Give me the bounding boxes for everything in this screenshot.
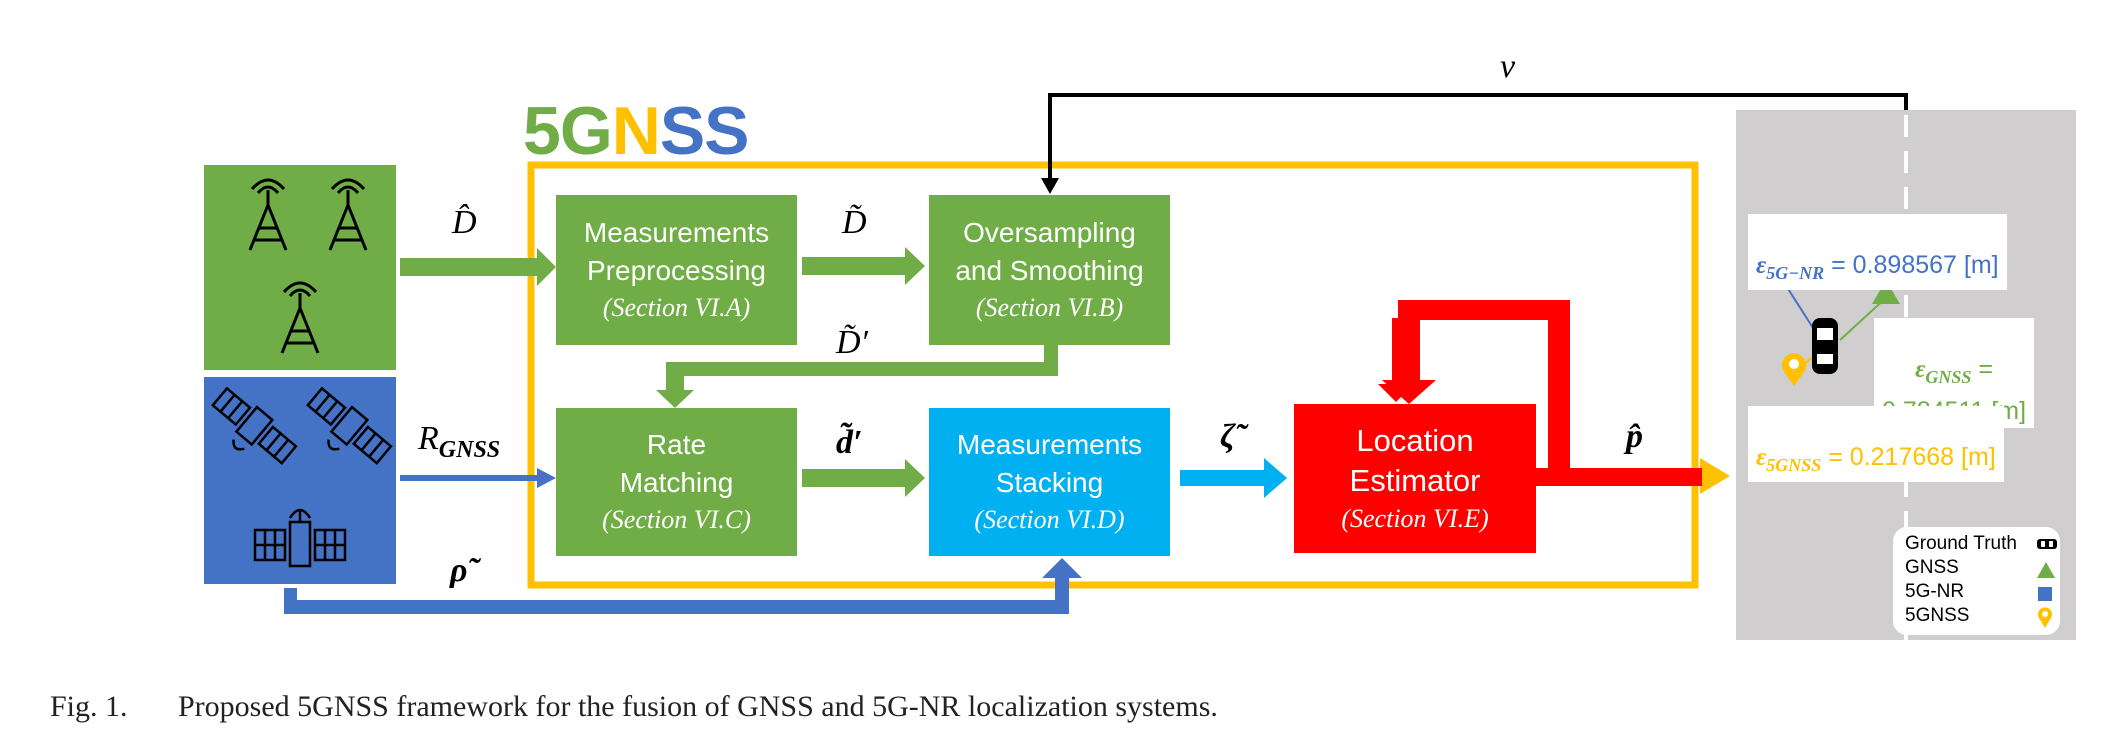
arrow-dhat bbox=[400, 248, 556, 286]
legend-label-5gnss: 5GNSS bbox=[1905, 605, 1970, 626]
car-icon bbox=[1812, 318, 1838, 374]
legend-pin-icon bbox=[2038, 607, 2052, 628]
label-zeta: ζ̃ bbox=[1220, 418, 1235, 455]
rate-matching-block: Rate Matching (Section VI.C) bbox=[556, 408, 797, 556]
fivegnss-title: 5GNSS bbox=[523, 93, 750, 169]
stacking-title: Measurements Stacking bbox=[956, 429, 1143, 498]
location-estimator-block: Location Estimator (Section VI.E) bbox=[1294, 404, 1536, 553]
stacking-block: Measurements Stacking (Section VI.D) bbox=[929, 408, 1170, 556]
legend-car-icon bbox=[2037, 539, 2057, 549]
error-gnss-sub: GNSS bbox=[1925, 367, 1972, 387]
stacking-section: (Section VI.D) bbox=[974, 505, 1125, 534]
label-d-tilde: D̃ bbox=[842, 204, 867, 241]
rate-matching-section: (Section VI.C) bbox=[602, 505, 751, 534]
label-r-gnss-sub: GNSS bbox=[438, 436, 501, 463]
fivegnss-pin-marker bbox=[1782, 353, 1806, 386]
error-5gnss-symbol: ε bbox=[1756, 444, 1767, 471]
label-p-hat: p̂ bbox=[1626, 418, 1643, 455]
arrow-rho bbox=[284, 558, 1082, 614]
preprocessing-section: (Section VI.A) bbox=[602, 293, 751, 322]
error-5g-nr-value: = 0.898567 [m] bbox=[1824, 251, 1999, 279]
legend-label-gnss: GNSS bbox=[1905, 557, 1959, 578]
preprocessing-block: Measurements Preprocessing (Section VI.A… bbox=[556, 195, 797, 345]
fiveg-nr-block bbox=[204, 165, 396, 370]
error-5g-nr: ε5G−NR = 0.898567 [m] bbox=[1748, 214, 2007, 290]
error-5g-nr-symbol: ε bbox=[1756, 252, 1767, 279]
error-5gnss-value: = 0.217668 [m] bbox=[1821, 443, 1996, 471]
arrow-phat-red bbox=[1536, 468, 1702, 486]
figure-number: Fig. 1. bbox=[50, 690, 128, 723]
nu-arrow-head bbox=[1041, 178, 1059, 194]
tower-icon bbox=[248, 178, 288, 251]
fivegnss-frame bbox=[527, 161, 1699, 589]
title-part-n: N bbox=[611, 93, 661, 169]
label-nu: ν bbox=[1500, 48, 1516, 85]
legend-label-5g-nr: 5G-NR bbox=[1905, 581, 1965, 602]
figure-caption: Fig. 1. Proposed 5GNSS framework for the … bbox=[50, 690, 1218, 724]
rate-matching-title: Rate Matching bbox=[619, 429, 734, 498]
arrow-loop-red bbox=[1378, 300, 1558, 482]
label-r-gnss: RGNSS bbox=[418, 420, 500, 464]
title-part-ss: SS bbox=[659, 93, 750, 169]
figure-caption-text: Proposed 5GNSS framework for the fusion … bbox=[178, 690, 1218, 723]
label-d-hat: D̂ bbox=[452, 204, 477, 241]
arrow-rgnss bbox=[400, 468, 556, 488]
oversampling-block: Oversampling and Smoothing (Section VI.B… bbox=[929, 195, 1170, 345]
tower-icon bbox=[328, 178, 368, 251]
legend: Ground Truth GNSS 5G-NR 5GNSS bbox=[1893, 527, 2060, 635]
arrow-dtilde bbox=[802, 247, 925, 285]
diagram-connections bbox=[204, 93, 2076, 640]
label-rho: ρ̃ bbox=[450, 552, 468, 589]
location-estimator-title: Location Estimator bbox=[1349, 422, 1481, 498]
title-part-5g: 5G bbox=[523, 93, 613, 169]
preprocessing-title: Measurements Preprocessing bbox=[583, 217, 770, 286]
legend-triangle-icon bbox=[2037, 562, 2055, 578]
legend-label-ground-truth: Ground Truth bbox=[1905, 533, 2017, 554]
oversampling-title: Oversampling and Smoothing bbox=[955, 217, 1144, 286]
error-5gnss-sub: 5GNSS bbox=[1766, 455, 1822, 475]
nu-feedback-line bbox=[1048, 93, 1908, 180]
tower-icon bbox=[280, 281, 320, 354]
label-small-d-tilde-prime: d̃′ bbox=[836, 424, 863, 461]
arrow-small-dtilde-prime bbox=[802, 459, 925, 497]
label-d-tilde-prime: D̃′ bbox=[836, 324, 868, 361]
arrow-feedback-red bbox=[1382, 300, 1570, 470]
gnss-block bbox=[204, 377, 396, 584]
framework-diagram: 5GNSS Measurements Preprocessing (Sectio… bbox=[204, 48, 2076, 640]
location-estimator-section: (Section VI.E) bbox=[1341, 503, 1489, 533]
label-r-gnss-main: R bbox=[418, 420, 439, 457]
gnss-marker bbox=[1872, 280, 1900, 304]
satellite-icon bbox=[211, 386, 298, 465]
error-5g-nr-sub: 5G−NR bbox=[1766, 263, 1825, 283]
satellite-icon bbox=[253, 508, 347, 568]
arrow-zeta bbox=[1180, 458, 1287, 498]
error-5gnss: ε5GNSS = 0.217668 [m] bbox=[1748, 406, 2004, 482]
legend-square-icon bbox=[2038, 587, 2052, 601]
arrow-dtilde-prime bbox=[656, 344, 1058, 408]
oversampling-section: (Section VI.B) bbox=[975, 293, 1124, 322]
error-gnss-symbol: ε bbox=[1915, 356, 1926, 383]
output-arrow-head bbox=[1700, 458, 1730, 494]
satellite-icon bbox=[306, 386, 393, 465]
